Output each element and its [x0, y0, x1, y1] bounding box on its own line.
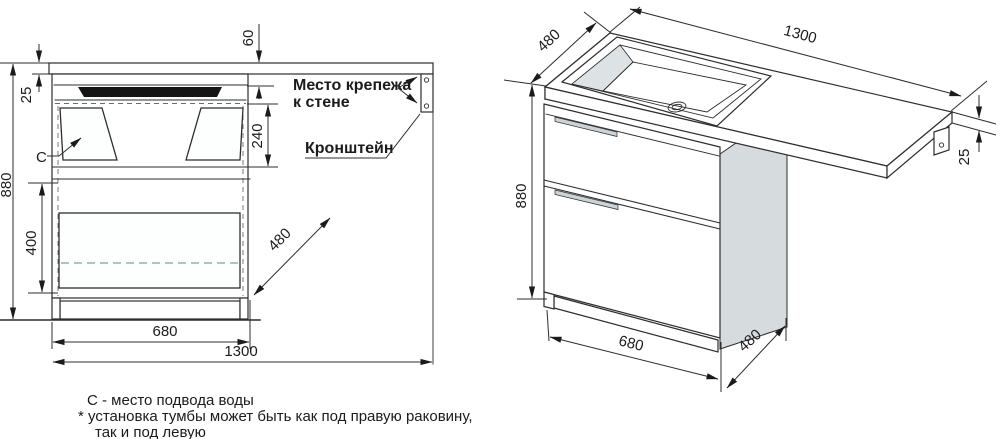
- dim-label-1300-perspective: 1300: [782, 22, 819, 47]
- bracket-hole-bottom: [423, 103, 430, 109]
- dim-cabinet-width-680: 680: [51, 300, 251, 349]
- note-line-2: * установка тумбы может быть как под пра…: [78, 408, 473, 425]
- water-supply-marker: С: [36, 137, 82, 166]
- dim-label-25: 25: [18, 87, 35, 104]
- bracket: [420, 73, 434, 113]
- dim-drawer-zone-400: 400: [23, 182, 58, 294]
- drain: [667, 101, 687, 113]
- drawer-front-panel: [58, 212, 241, 289]
- front-view: С: [0, 62, 434, 365]
- mount-label: Место крепежа к стене: [293, 76, 418, 111]
- dim-top-offset-60: 60: [240, 24, 274, 99]
- perspective-left-foot: [543, 291, 555, 310]
- dim-cabinet-width-680-perspective: 680: [546, 309, 722, 392]
- bracket-label: Кронштейн: [305, 113, 421, 159]
- dim-label-60: 60: [240, 30, 257, 47]
- perspective-bracket: [933, 126, 950, 156]
- drawer2-handle: [554, 189, 619, 210]
- dim-label-480: 480: [265, 225, 295, 255]
- dim-countertop-length-1300: 1300: [52, 343, 433, 366]
- dim-countertop-thickness-25-perspective: 25: [951, 95, 997, 166]
- right-foot: [239, 297, 249, 320]
- dim-depth-480: 480: [253, 217, 331, 296]
- dim-label-480-top: 480: [534, 26, 564, 56]
- dim-total-height-880-perspective: 880: [513, 84, 547, 300]
- sink-bowl-right-wall: [185, 107, 244, 161]
- dim-label-680-perspective: 680: [617, 332, 645, 355]
- note-line-1: С - место подвода воды: [87, 392, 254, 409]
- notes: С - место подвода воды * установка тумбы…: [78, 392, 473, 439]
- front-view-dimensions: 880 25 60 240 400: [0, 24, 433, 366]
- dim-total-height-880: 880: [0, 63, 17, 320]
- water-point-label: С: [36, 149, 47, 166]
- note-line-3: так и под левую: [95, 424, 206, 439]
- dim-label-25-perspective: 25: [956, 149, 973, 166]
- dim-label-240: 240: [249, 123, 266, 148]
- left-foot: [51, 297, 61, 320]
- dim-label-880-perspective: 880: [513, 183, 530, 208]
- bracket-hole-top: [423, 77, 430, 83]
- sink-silhouette: [78, 87, 222, 97]
- perspective-view: [543, 31, 954, 353]
- dim-label-400: 400: [23, 230, 40, 255]
- dim-label-880: 880: [0, 172, 15, 197]
- dim-countertop-thickness-25: 25: [18, 44, 49, 103]
- mount-label-line2: к стене: [293, 94, 350, 111]
- dim-label-1300: 1300: [224, 343, 257, 360]
- bracket-label-text: Кронштейн: [305, 140, 394, 157]
- cabinet-front-face: [543, 103, 721, 339]
- mount-label-line1: Место крепежа: [293, 77, 411, 94]
- drawer1-handle: [554, 116, 618, 137]
- countertop-front: [48, 62, 434, 75]
- dim-label-680: 680: [152, 323, 177, 340]
- plinth: [59, 300, 241, 320]
- dim-sink-zone-240: 240: [247, 103, 278, 168]
